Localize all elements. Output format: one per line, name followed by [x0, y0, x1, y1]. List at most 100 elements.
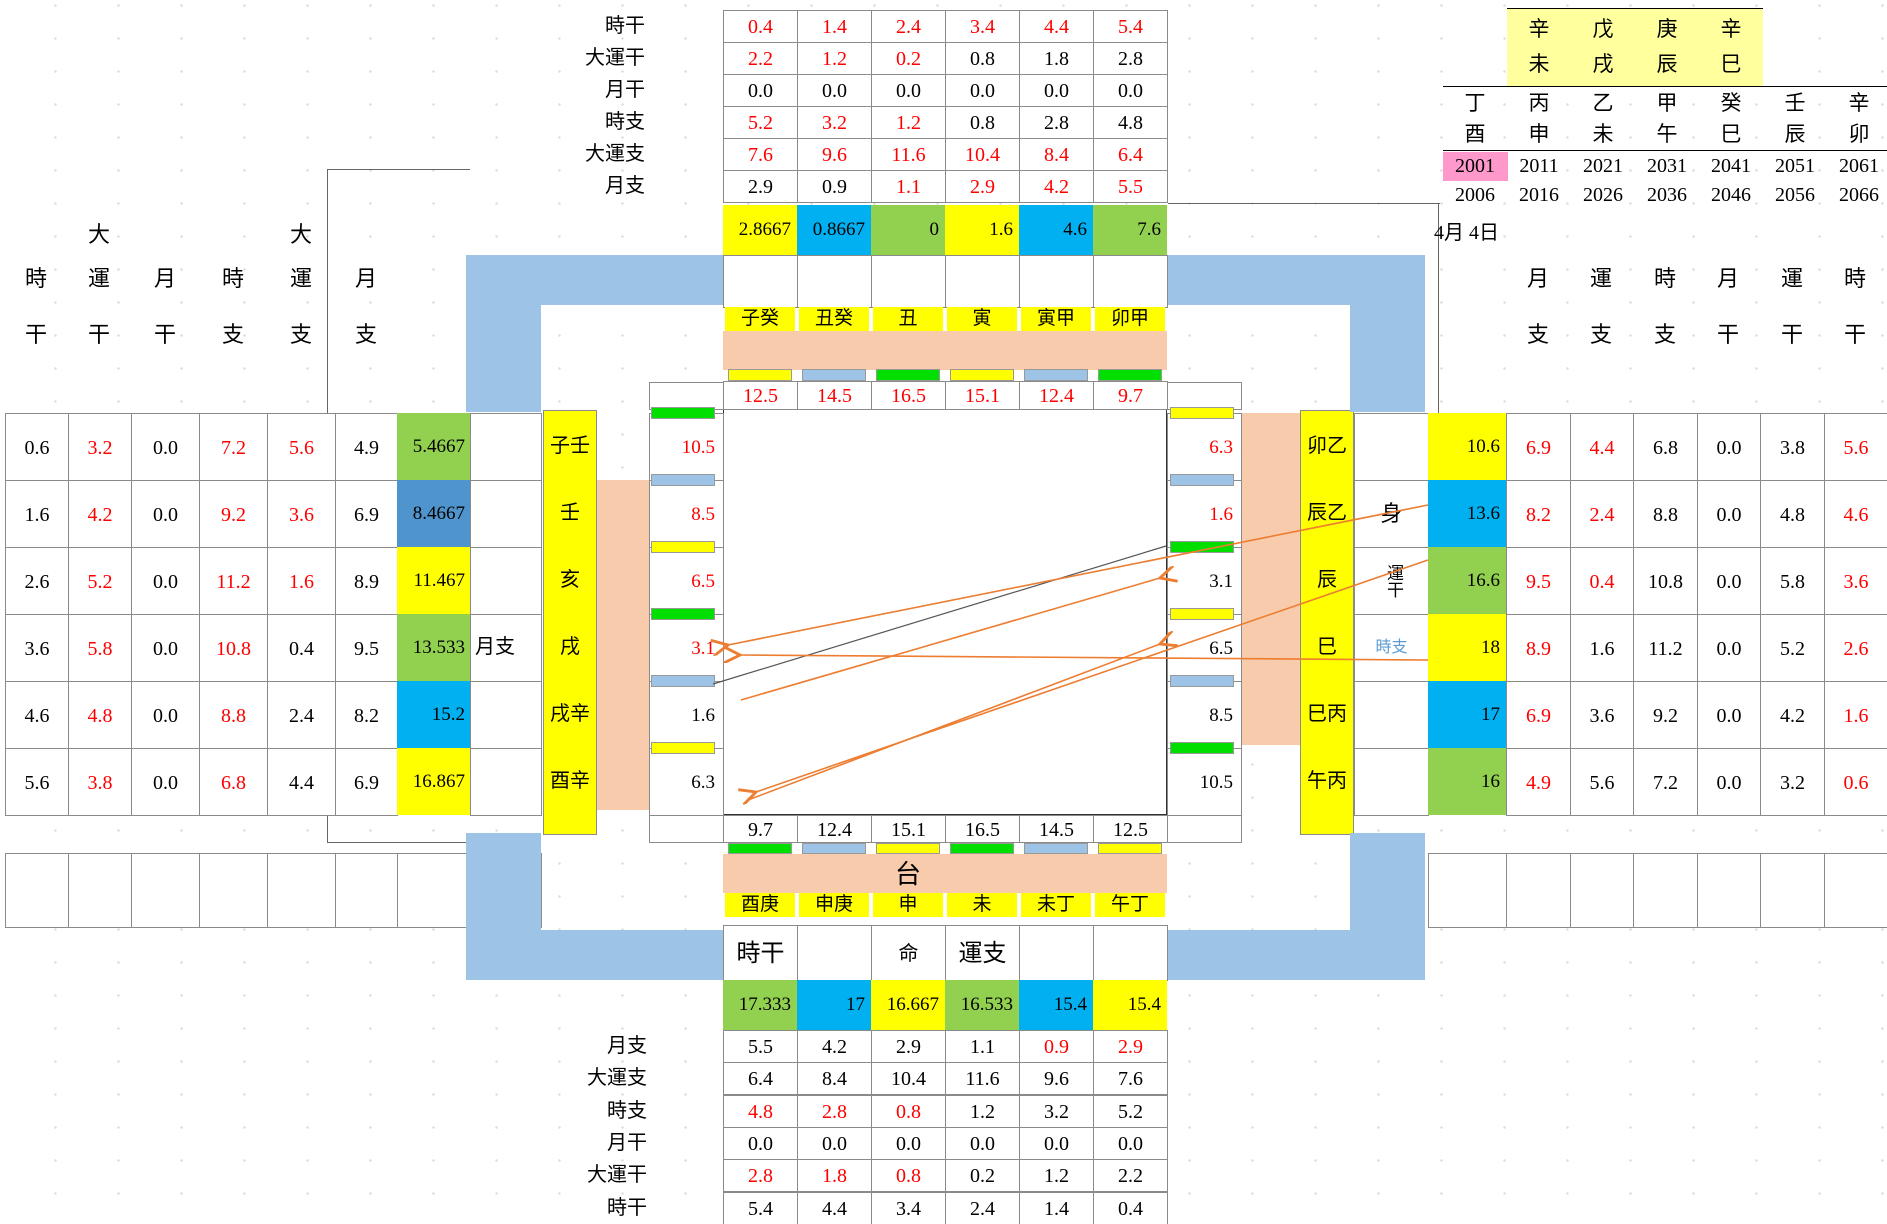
bottom-table-cell: 0.8	[871, 1159, 946, 1193]
chip	[651, 407, 715, 419]
top-table-row-label: 大運支	[585, 143, 645, 165]
right-inner-cell: 8.5	[1167, 681, 1242, 749]
top-table-cell: 4.4	[1019, 10, 1094, 43]
right-header-char: 干	[1716, 322, 1739, 347]
decade-stem: 癸	[1720, 91, 1742, 115]
chip	[950, 369, 1014, 381]
right-table-cell: 9.2	[1633, 681, 1698, 749]
chip	[1170, 742, 1234, 754]
right-sum-cell: 18	[1428, 614, 1506, 681]
chip	[651, 608, 715, 620]
empty-cell	[945, 255, 1020, 308]
right-table-cell: 8.9	[1506, 614, 1571, 682]
right-peach-strip	[1241, 413, 1300, 745]
left-table-cell: 11.2	[199, 547, 268, 615]
top-table-cell: 0.0	[1093, 74, 1168, 107]
top-table-cell: 1.8	[1019, 42, 1094, 75]
lucky-pillar-block	[1507, 8, 1763, 86]
label-col-cell	[470, 614, 542, 682]
right-sum-cell: 10.6	[1428, 413, 1506, 480]
chip	[1170, 407, 1234, 419]
strip-label: 卯乙	[1307, 435, 1347, 457]
strip-label: 巳	[1317, 636, 1337, 658]
bottom-table-cell: 0.0	[945, 1126, 1020, 1160]
empty-cell	[1697, 853, 1761, 928]
empty-cell	[1167, 815, 1242, 843]
bottom-table-cell: 1.8	[797, 1159, 872, 1193]
decade-branch: 巳	[1720, 122, 1742, 146]
right-inner-cell: 6.3	[1167, 413, 1242, 481]
right-table-cell: 1.6	[1824, 681, 1887, 749]
bottom-table-cell: 4.8	[723, 1094, 798, 1128]
top-table-cell: 4.8	[1093, 106, 1168, 139]
right-header-char: 干	[1843, 322, 1866, 347]
left-table-cell: 9.5	[335, 614, 398, 682]
inner-bottom-cell: 16.5	[945, 815, 1020, 843]
decade-year: 2061	[1839, 155, 1879, 177]
right-header-char: 運	[1780, 266, 1803, 291]
decade-branch: 酉	[1464, 122, 1486, 146]
label-col-cell	[1354, 413, 1429, 481]
top-table-cell: 1.2	[871, 106, 946, 139]
top-table-cell: 2.9	[723, 170, 798, 203]
chip	[651, 742, 715, 754]
bottom-table-cell: 5.2	[1093, 1094, 1168, 1128]
bottom-label-cell: 命	[871, 925, 946, 981]
lucky-branch: 未	[1528, 52, 1550, 76]
left-sum-cell: 11.467	[397, 547, 470, 614]
right-header-char: 時	[1843, 266, 1866, 291]
top-table-cell: 0.2	[871, 42, 946, 75]
left-inner-cell: 10.5	[649, 413, 724, 481]
bottom-table-cell: 3.4	[871, 1191, 946, 1224]
center-box	[723, 409, 1167, 815]
bottom-table-cell: 2.4	[945, 1191, 1020, 1224]
bottom-table-cell: 4.4	[797, 1191, 872, 1224]
top-table-cell: 0.0	[945, 74, 1020, 107]
right-table-cell: 3.6	[1570, 681, 1634, 749]
right-table-cell: 2.6	[1824, 614, 1887, 682]
bottom-table-cell: 4.2	[797, 1030, 872, 1063]
chip	[728, 369, 792, 381]
top-table-row-label: 月支	[605, 175, 645, 197]
label-col-cell	[470, 480, 542, 548]
bottom-label-cell	[1093, 925, 1168, 981]
empty-cell	[649, 382, 724, 410]
top-table-cell: 1.1	[871, 170, 946, 203]
decade-year: 2066	[1839, 184, 1879, 206]
branch-cell: 酉庚	[725, 893, 795, 917]
left-table-cell: 8.9	[335, 547, 398, 615]
right-table-cell: 0.4	[1570, 547, 1634, 615]
branch-cell: 丑	[873, 307, 943, 331]
decade-year: 2036	[1647, 184, 1687, 206]
bottom-table-cell: 0.8	[871, 1094, 946, 1128]
decade-stem: 甲	[1656, 91, 1678, 115]
blue-band	[1350, 833, 1425, 980]
right-table-cell: 3.6	[1824, 547, 1887, 615]
decade-stem: 辛	[1848, 91, 1870, 115]
left-inner-cell: 6.5	[649, 547, 724, 615]
right-inner-cell: 6.5	[1167, 614, 1242, 682]
left-header-char: 時	[24, 266, 47, 291]
chip	[876, 843, 940, 854]
bottom-table-cell: 2.8	[797, 1094, 872, 1128]
top-colored-cell: 0	[871, 205, 945, 255]
right-sum-cell: 13.6	[1428, 480, 1506, 547]
left-peach-strip	[597, 480, 649, 810]
top-table-cell: 1.4	[797, 10, 872, 43]
bottom-table-cell: 0.2	[945, 1159, 1020, 1193]
body-label: 身	[1380, 501, 1403, 526]
right-table-cell: 3.8	[1760, 413, 1825, 481]
empty-cell	[1428, 853, 1507, 928]
branch-cell: 申庚	[799, 893, 869, 917]
right-header-char: 支	[1589, 322, 1612, 347]
strip-label: 亥	[560, 569, 580, 591]
top-table-cell: 11.6	[871, 138, 946, 171]
bottom-colored-cell: 15.4	[1019, 980, 1093, 1030]
bottom-colored-cell: 17.333	[723, 980, 797, 1030]
left-sum-cell: 8.4667	[397, 480, 470, 547]
decade-branch: 午	[1656, 122, 1678, 146]
bottom-table-cell: 9.6	[1019, 1062, 1094, 1096]
inner-top-cell: 16.5	[871, 381, 946, 410]
right-header-char: 支	[1653, 322, 1676, 347]
